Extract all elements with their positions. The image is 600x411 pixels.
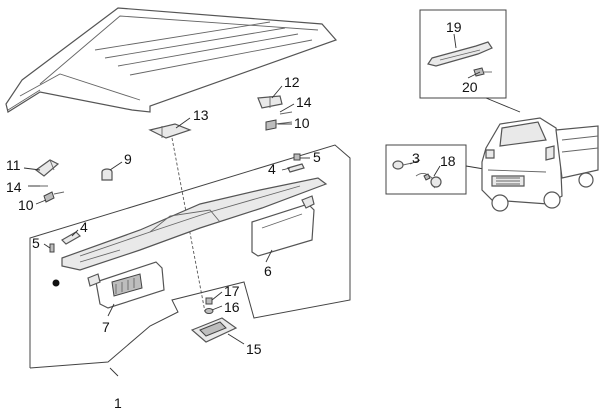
roof-bracket [148, 123, 192, 139]
screw-5-left [49, 243, 55, 253]
callout-4-left: 4 [80, 219, 88, 235]
screw-4-left [61, 231, 81, 245]
grab-handle-19 [427, 41, 493, 67]
assembly-line-13 [171, 137, 206, 313]
cap-9 [101, 168, 113, 181]
callout-14-left: 14 [6, 179, 22, 195]
callout-9: 9 [124, 151, 132, 167]
inset-link-19-20 [485, 97, 521, 113]
sun-visor-right [251, 195, 315, 257]
screw-10-right [265, 119, 293, 131]
callout-6: 6 [264, 263, 272, 279]
screw-16 [204, 308, 214, 314]
screw-10-left [43, 191, 65, 203]
callout-17: 17 [224, 283, 240, 299]
callout-12: 12 [284, 74, 300, 90]
screw-4-right [287, 163, 305, 173]
bracket-12 [257, 95, 283, 109]
callout-18: 18 [440, 153, 456, 169]
callout-19: 19 [446, 19, 462, 35]
callout-5-left: 5 [32, 235, 40, 251]
roof-panel [5, 7, 338, 113]
callout-7: 7 [102, 319, 110, 335]
lamp-harness-18 [415, 173, 442, 189]
screw-5-right [293, 153, 301, 161]
callout-10-right: 10 [294, 115, 310, 131]
callouts: 1 3 4 4 5 5 6 7 9 10 10 11 12 13 14 14 1… [6, 19, 478, 411]
callout-11: 11 [6, 157, 21, 173]
callout-10-left: 10 [18, 197, 34, 213]
headliner-panel [61, 177, 328, 271]
lamp-bulb-3 [392, 160, 413, 170]
handle-inset-box [419, 9, 507, 99]
callout-4-right: 4 [268, 161, 276, 177]
lamp-inset-box [385, 144, 467, 195]
callout-14-right: 14 [296, 94, 312, 110]
callout-15: 15 [246, 341, 262, 357]
callout-13: 13 [193, 107, 209, 123]
callout-16: 16 [224, 299, 240, 315]
sun-visor-left [87, 261, 165, 309]
leader-lines [23, 33, 481, 377]
dome-lamp-15 [190, 317, 238, 343]
assembly-outline-1 [29, 144, 351, 369]
clip-11 [34, 159, 60, 177]
callout-20: 20 [462, 79, 478, 95]
truck-illustration [481, 117, 599, 212]
callout-3: 3 [412, 150, 420, 166]
callout-5-right: 5 [313, 149, 321, 165]
clip-dot [52, 279, 60, 287]
screw-17 [205, 297, 213, 305]
callout-1: 1 [114, 395, 122, 411]
handle-screw-20 [473, 67, 492, 77]
screw-14-right [279, 111, 293, 115]
